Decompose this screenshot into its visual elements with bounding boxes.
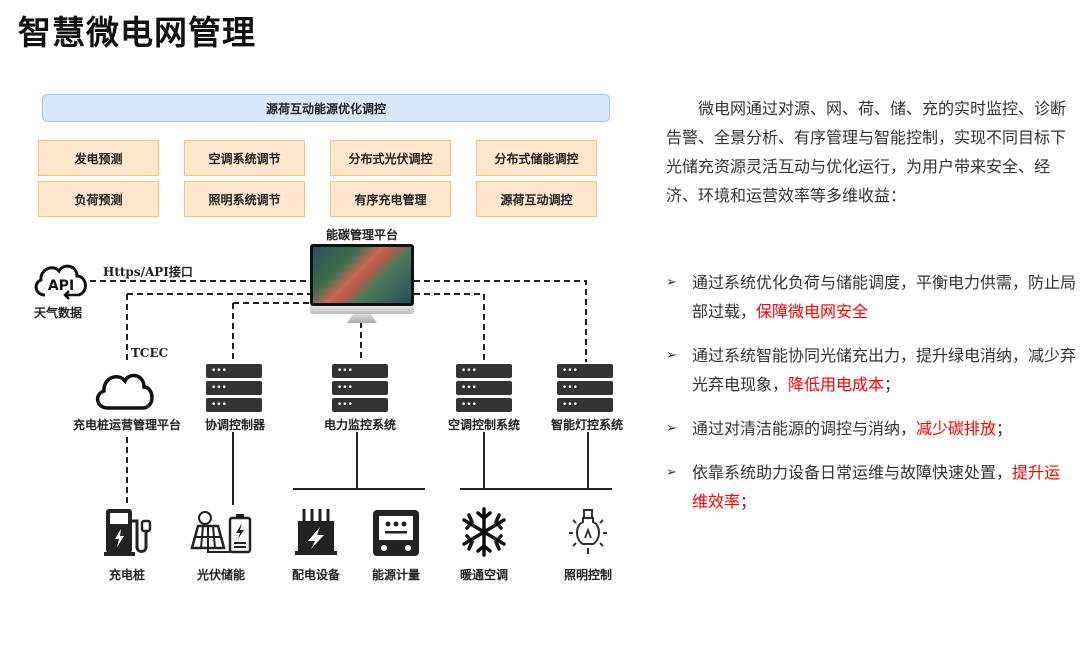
server-icon xyxy=(456,364,512,415)
benefit-item: ➢ 依靠系统助力设备日常运维与故障快速处置，提升运维效率； xyxy=(666,458,1076,516)
platform-label: 能碳管理平台 xyxy=(325,228,399,242)
benefit-highlight: 保障微电网安全 xyxy=(756,302,869,321)
benefit-text: 依靠系统助力设备日常运维与故障快速处置， xyxy=(692,463,1013,482)
server-icon xyxy=(206,364,262,415)
server-icon xyxy=(332,364,388,415)
hvac-link xyxy=(414,293,485,362)
page-title: 智慧微电网管理 xyxy=(18,13,256,52)
weather-label: 天气数据 xyxy=(33,306,83,320)
lighting-label: 照明控制 xyxy=(563,568,613,582)
distribution-label: 配电设备 xyxy=(291,568,341,582)
benefit-tail: ； xyxy=(740,492,757,511)
func-box: 分布式光伏调控 xyxy=(330,140,451,176)
tcec-label: TCEC xyxy=(131,346,169,360)
func-box: 空调系统调节 xyxy=(184,140,305,176)
transformer-icon xyxy=(295,509,337,555)
power-bus xyxy=(293,432,425,490)
api-cloud-icon: API xyxy=(34,264,87,300)
snowflake-icon xyxy=(462,507,506,557)
hvac-bus xyxy=(460,432,612,490)
api-text: API xyxy=(48,278,74,294)
hvac-label: 暖通空调 xyxy=(459,568,509,582)
pv-storage-icon xyxy=(190,511,252,554)
benefit-tail: ； xyxy=(996,419,1013,438)
func-box: 发电预测 xyxy=(38,140,159,176)
func-box: 有序充电管理 xyxy=(330,181,451,217)
benefit-list: ➢ 通过系统优化负荷与储能调度，平衡电力供需，防止局部过载，保障微电网安全 ➢ … xyxy=(666,268,1076,531)
lighting-link xyxy=(414,280,587,362)
arrow-bullet-icon: ➢ xyxy=(666,275,677,290)
lighting-control-label: 智能灯控系统 xyxy=(550,418,624,432)
server-icon xyxy=(557,364,613,415)
benefit-item: ➢ 通过系统智能协同光储充出力，提升绿电消纳，减少弃光弃电现象，降低用电成本； xyxy=(666,341,1076,399)
benefit-item: ➢ 通过系统优化负荷与储能调度，平衡电力供需，防止局部过载，保障微电网安全 xyxy=(666,268,1076,326)
func-box: 负荷预测 xyxy=(38,181,159,217)
func-box: 源荷互动调控 xyxy=(476,181,597,217)
connection-lines xyxy=(90,280,612,507)
hvac-control-label: 空调控制系统 xyxy=(447,418,521,432)
power-monitor-label: 电力监控系统 xyxy=(323,418,397,432)
benefit-highlight: 降低用电成本 xyxy=(788,375,885,394)
pv-storage-label: 光伏储能 xyxy=(196,568,246,582)
charger-label: 充电桩 xyxy=(108,568,146,582)
benefit-highlight: 提升运维效率 xyxy=(692,463,1061,511)
coordinator-label: 协调控制器 xyxy=(204,418,266,432)
func-box: 分布式储能调控 xyxy=(476,140,597,176)
metering-label: 能源计量 xyxy=(371,568,421,582)
benefit-text: 通过系统智能协同光储充出力，提升绿电消纳，减少弃光弃电现象， xyxy=(692,346,1077,394)
benefit-text: 通过系统优化负荷与储能调度，平衡电力供需，防止局部过载， xyxy=(692,273,1077,321)
description-paragraph: 微电网通过对源、网、荷、储、充的实时监控、诊断告警、全景分析、有序管理与智能控制… xyxy=(666,99,1067,205)
coordinator-link xyxy=(232,302,310,362)
charging-platform-label: 充电桩运营管理平台 xyxy=(72,418,182,432)
benefit-item: ➢ 通过对清洁能源的调控与消纳，减少碳排放； xyxy=(666,414,1076,443)
benefit-tail: ； xyxy=(884,375,901,394)
arrow-bullet-icon: ➢ xyxy=(666,421,677,436)
light-bulb-icon xyxy=(569,509,607,554)
benefit-text: 通过对清洁能源的调控与消纳， xyxy=(692,419,917,438)
arrow-bullet-icon: ➢ xyxy=(666,465,677,480)
arrow-bullet-icon: ➢ xyxy=(666,348,677,363)
cloud-icon xyxy=(95,373,154,410)
energy-meter-icon xyxy=(373,510,419,556)
tcec-line xyxy=(126,293,310,360)
optimization-header: 源荷互动能源优化调控 xyxy=(42,94,610,122)
func-box: 照明系统调节 xyxy=(184,181,305,217)
charging-pile-icon xyxy=(104,509,152,556)
monitor-icon xyxy=(310,244,414,323)
https-api-label: Https/API接口 xyxy=(103,265,193,279)
benefit-highlight: 减少碳排放 xyxy=(916,419,997,438)
